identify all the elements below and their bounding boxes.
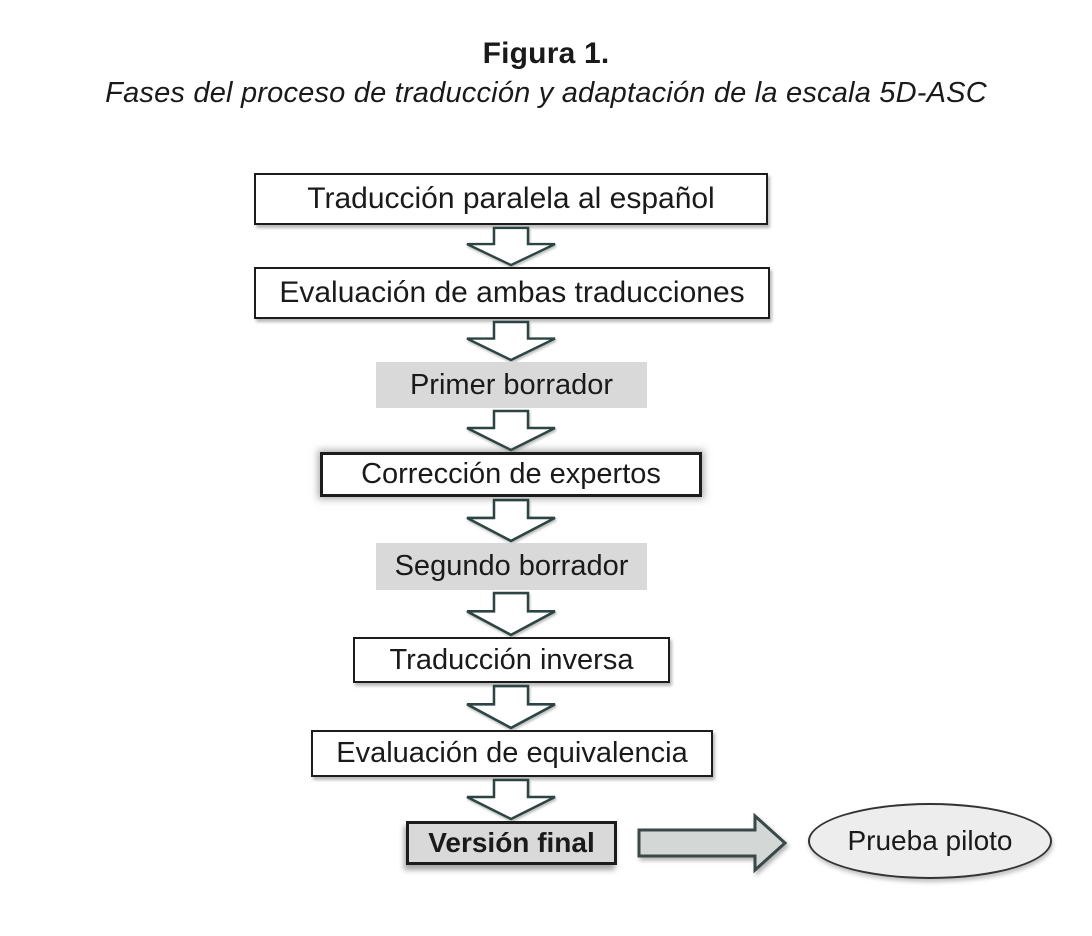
down-arrow-icon [466, 226, 556, 267]
step-box-version-final: Versión final [406, 821, 617, 865]
step-label: Versión final [428, 827, 595, 858]
figure-label: Figura 1. [482, 37, 610, 70]
step-box-evaluacion-traducciones: Evaluación de ambas traducciones [254, 267, 770, 319]
step-label: Primer borrador [409, 368, 614, 401]
step-box-primer-borrador: Primer borrador [376, 362, 647, 408]
down-arrow-icon [466, 684, 556, 730]
step-label: Traducción inversa [389, 643, 634, 676]
step-box-correccion-expertos: Corrección de expertos [320, 452, 702, 497]
outcome-ellipse-prueba-piloto: Prueba piloto [808, 803, 1052, 879]
dashed-border [376, 362, 647, 408]
step-label: Traducción paralela al español [307, 182, 715, 215]
right-arrow-icon [637, 812, 788, 874]
step-box-traduccion-paralela: Traducción paralela al español [254, 173, 768, 225]
down-arrow-icon [466, 409, 556, 452]
step-box-segundo-borrador: Segundo borrador [376, 543, 647, 590]
down-arrow-icon [466, 778, 556, 821]
step-box-traduccion-inversa: Traducción inversa [353, 637, 670, 683]
outcome-label: Prueba piloto [847, 825, 1013, 856]
step-label: Segundo borrador [394, 550, 629, 582]
figure-caption: Fases del proceso de traducción y adapta… [105, 77, 987, 109]
down-arrow-icon [466, 498, 556, 543]
step-label: Evaluación de equivalencia [336, 737, 688, 769]
step-label: Evaluación de ambas traducciones [279, 276, 745, 309]
down-arrow-icon [466, 320, 556, 362]
dashed-border [376, 543, 647, 590]
step-label: Corrección de expertos [361, 458, 661, 490]
down-arrow-icon [466, 591, 556, 637]
step-box-evaluacion-equivalencia: Evaluación de equivalencia [311, 730, 713, 777]
